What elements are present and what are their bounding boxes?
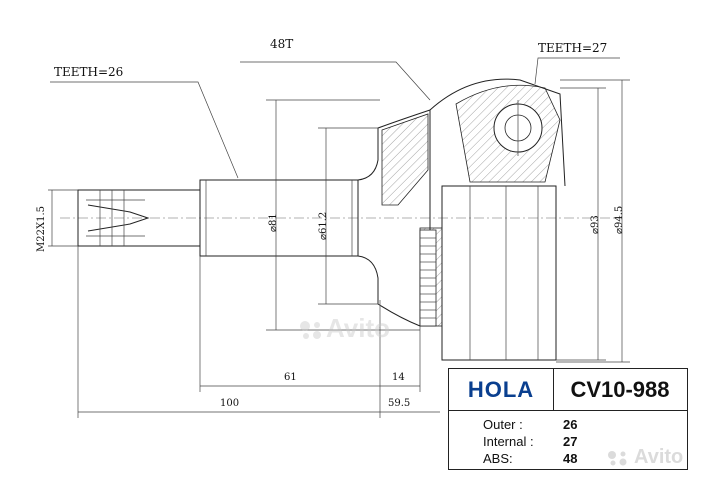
avito-logo-icon xyxy=(608,451,627,466)
svg-text:48T: 48T xyxy=(270,37,293,51)
spec-table: HOLA CV10-988 Outer : 26 Internal : 27 A… xyxy=(448,368,688,470)
dim-len61: 61 xyxy=(199,256,381,392)
dim-d94-5: ⌀94.5 xyxy=(556,79,630,363)
avito-watermark-text: Avito xyxy=(326,313,391,343)
abs-ring xyxy=(419,229,437,327)
brand-cell: HOLA xyxy=(449,369,554,410)
svg-text:TEETH=26: TEETH=26 xyxy=(54,65,123,79)
spec-value: 48 xyxy=(563,451,578,466)
dim-len14: 14 xyxy=(380,326,421,392)
dim-len100: 100 xyxy=(77,246,380,418)
avito-watermark-text: Avito xyxy=(634,446,684,468)
svg-text:TEETH=27: TEETH=27 xyxy=(538,41,607,55)
avito-watermark-center: Avito xyxy=(298,313,418,349)
spec-value: 27 xyxy=(563,434,578,449)
spec-row-outer: Outer : 26 xyxy=(449,417,687,435)
avito-watermark-corner: Avito xyxy=(606,446,716,470)
spec-table-header: HOLA CV10-988 xyxy=(449,369,687,411)
outer-housing xyxy=(357,78,566,361)
avito-logo-icon xyxy=(300,321,321,339)
spec-key: Outer : xyxy=(483,417,523,432)
part-number: CV10-988 xyxy=(570,376,670,402)
brand-logo: HOLA xyxy=(467,376,535,402)
label-abs-teeth: 48T xyxy=(240,37,431,101)
spec-row-internal: Internal : 27 xyxy=(449,434,687,452)
spec-key: Internal : xyxy=(483,434,534,449)
spec-value: 26 xyxy=(563,417,578,432)
svg-text:⌀61.2: ⌀61.2 xyxy=(318,212,329,240)
label-thread: M22X1.5 xyxy=(36,189,78,252)
dim-d93: ⌀93 xyxy=(556,87,606,361)
dim-d61-2: ⌀61.2 xyxy=(318,127,378,305)
part-number-cell: CV10-988 xyxy=(553,369,687,410)
svg-text:⌀81: ⌀81 xyxy=(268,213,279,232)
dim-d81: ⌀81 xyxy=(266,99,420,331)
label-teeth-outer: TEETH=26 xyxy=(50,65,239,179)
svg-text:⌀94.5: ⌀94.5 xyxy=(614,206,625,234)
svg-text:100: 100 xyxy=(220,398,239,409)
dim-len59-5: 59.5 xyxy=(379,392,440,418)
svg-text:59.5: 59.5 xyxy=(388,398,410,409)
svg-text:⌀93: ⌀93 xyxy=(590,215,601,234)
svg-text:61: 61 xyxy=(284,372,297,383)
svg-text:M22X1.5: M22X1.5 xyxy=(36,206,47,252)
svg-text:14: 14 xyxy=(392,372,405,383)
spec-key: ABS: xyxy=(483,451,513,466)
spec-row-abs: ABS: 48 xyxy=(449,451,687,469)
label-teeth-inner: TEETH=27 xyxy=(534,41,620,85)
